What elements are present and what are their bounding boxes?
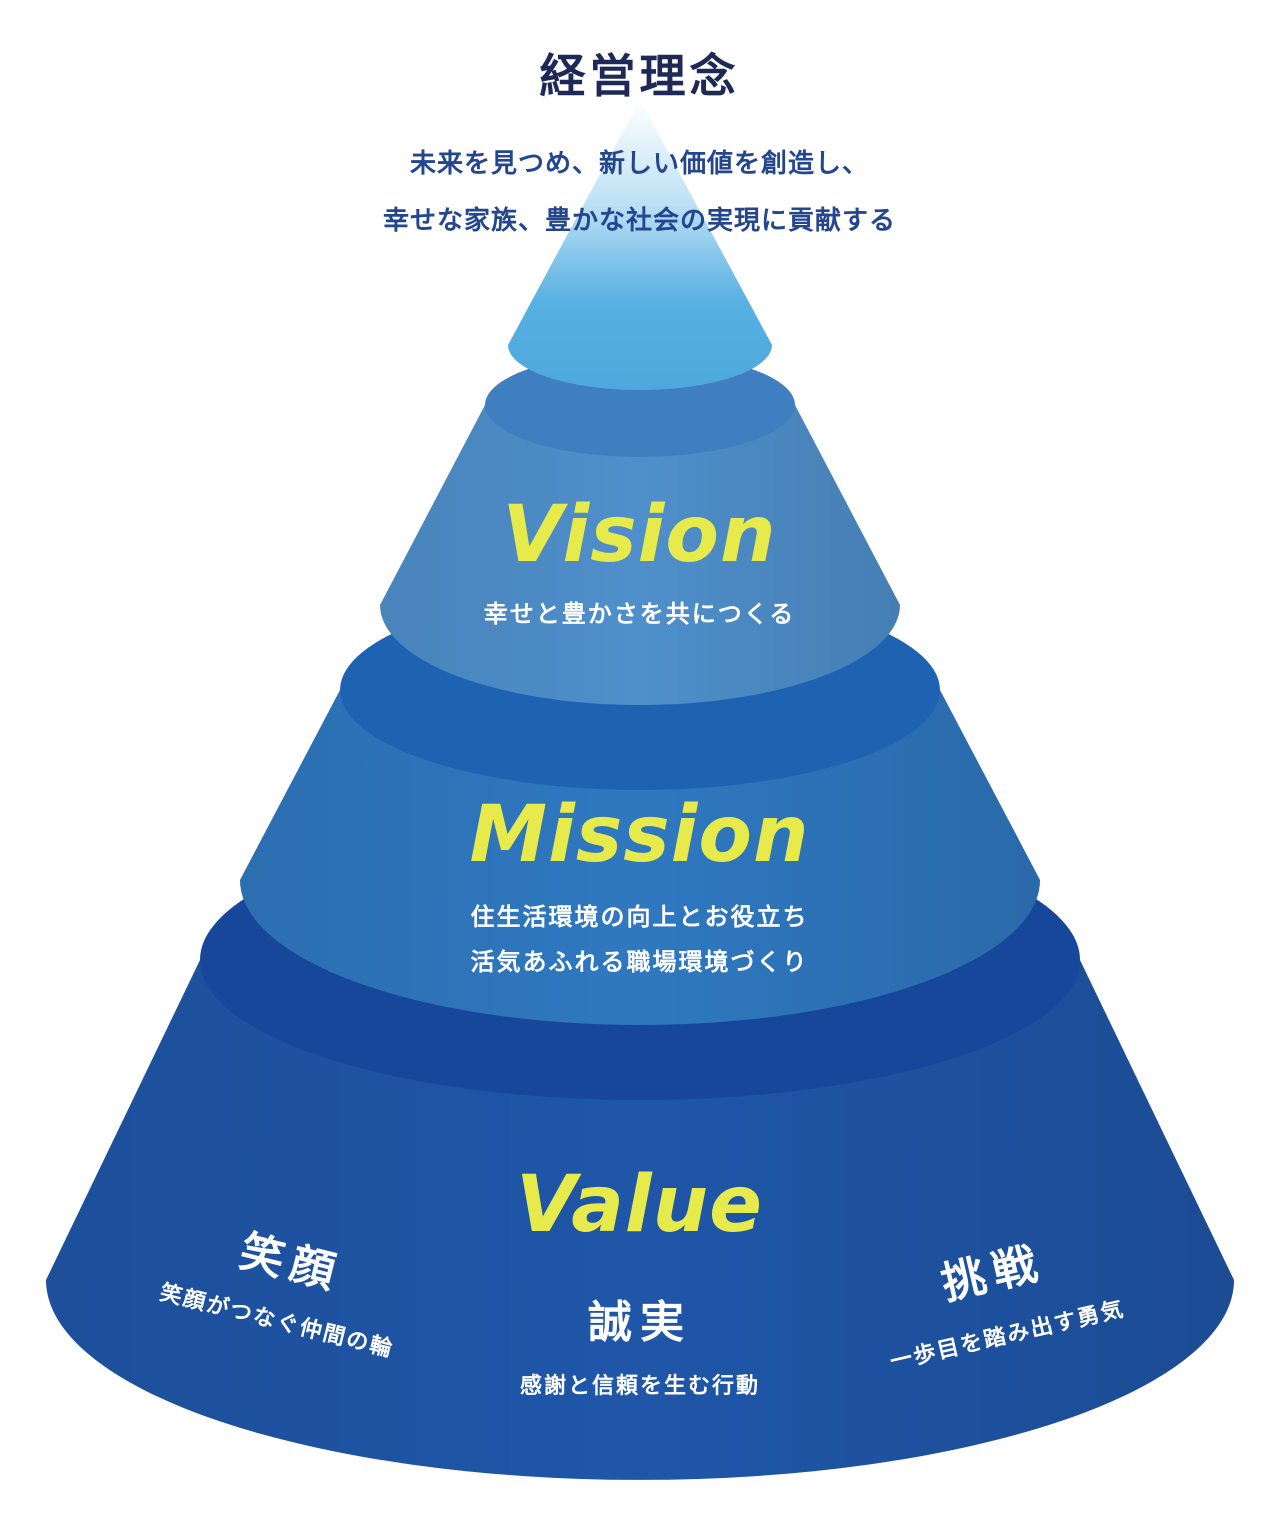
mission-line-2: 活気あふれる職場環境づくり: [470, 948, 809, 976]
philosophy-line-2: 幸せな家族、豊かな社会の実現に貢献する: [382, 206, 896, 236]
mission-line-1: 住生活環境の向上とお役立ち: [470, 903, 809, 931]
vision-text: 幸せと豊かさを共につくる: [483, 600, 796, 628]
value-item-sincerity: 誠実 感謝と信頼を生む行動: [475, 1286, 805, 1400]
vision-heading: Vision: [502, 490, 777, 580]
philosophy-line-1: 未来を見つめ、新しい価値を創造し、: [409, 149, 869, 179]
value-item-title: 誠実: [588, 1297, 692, 1348]
value-item-text: 感謝と信頼を生む行動: [519, 1374, 760, 1399]
philosophy-title: 経営理念: [539, 49, 740, 103]
philosophy-tip: [508, 100, 772, 390]
mission-heading: Mission: [469, 790, 810, 880]
value-heading: Value: [515, 1160, 764, 1250]
